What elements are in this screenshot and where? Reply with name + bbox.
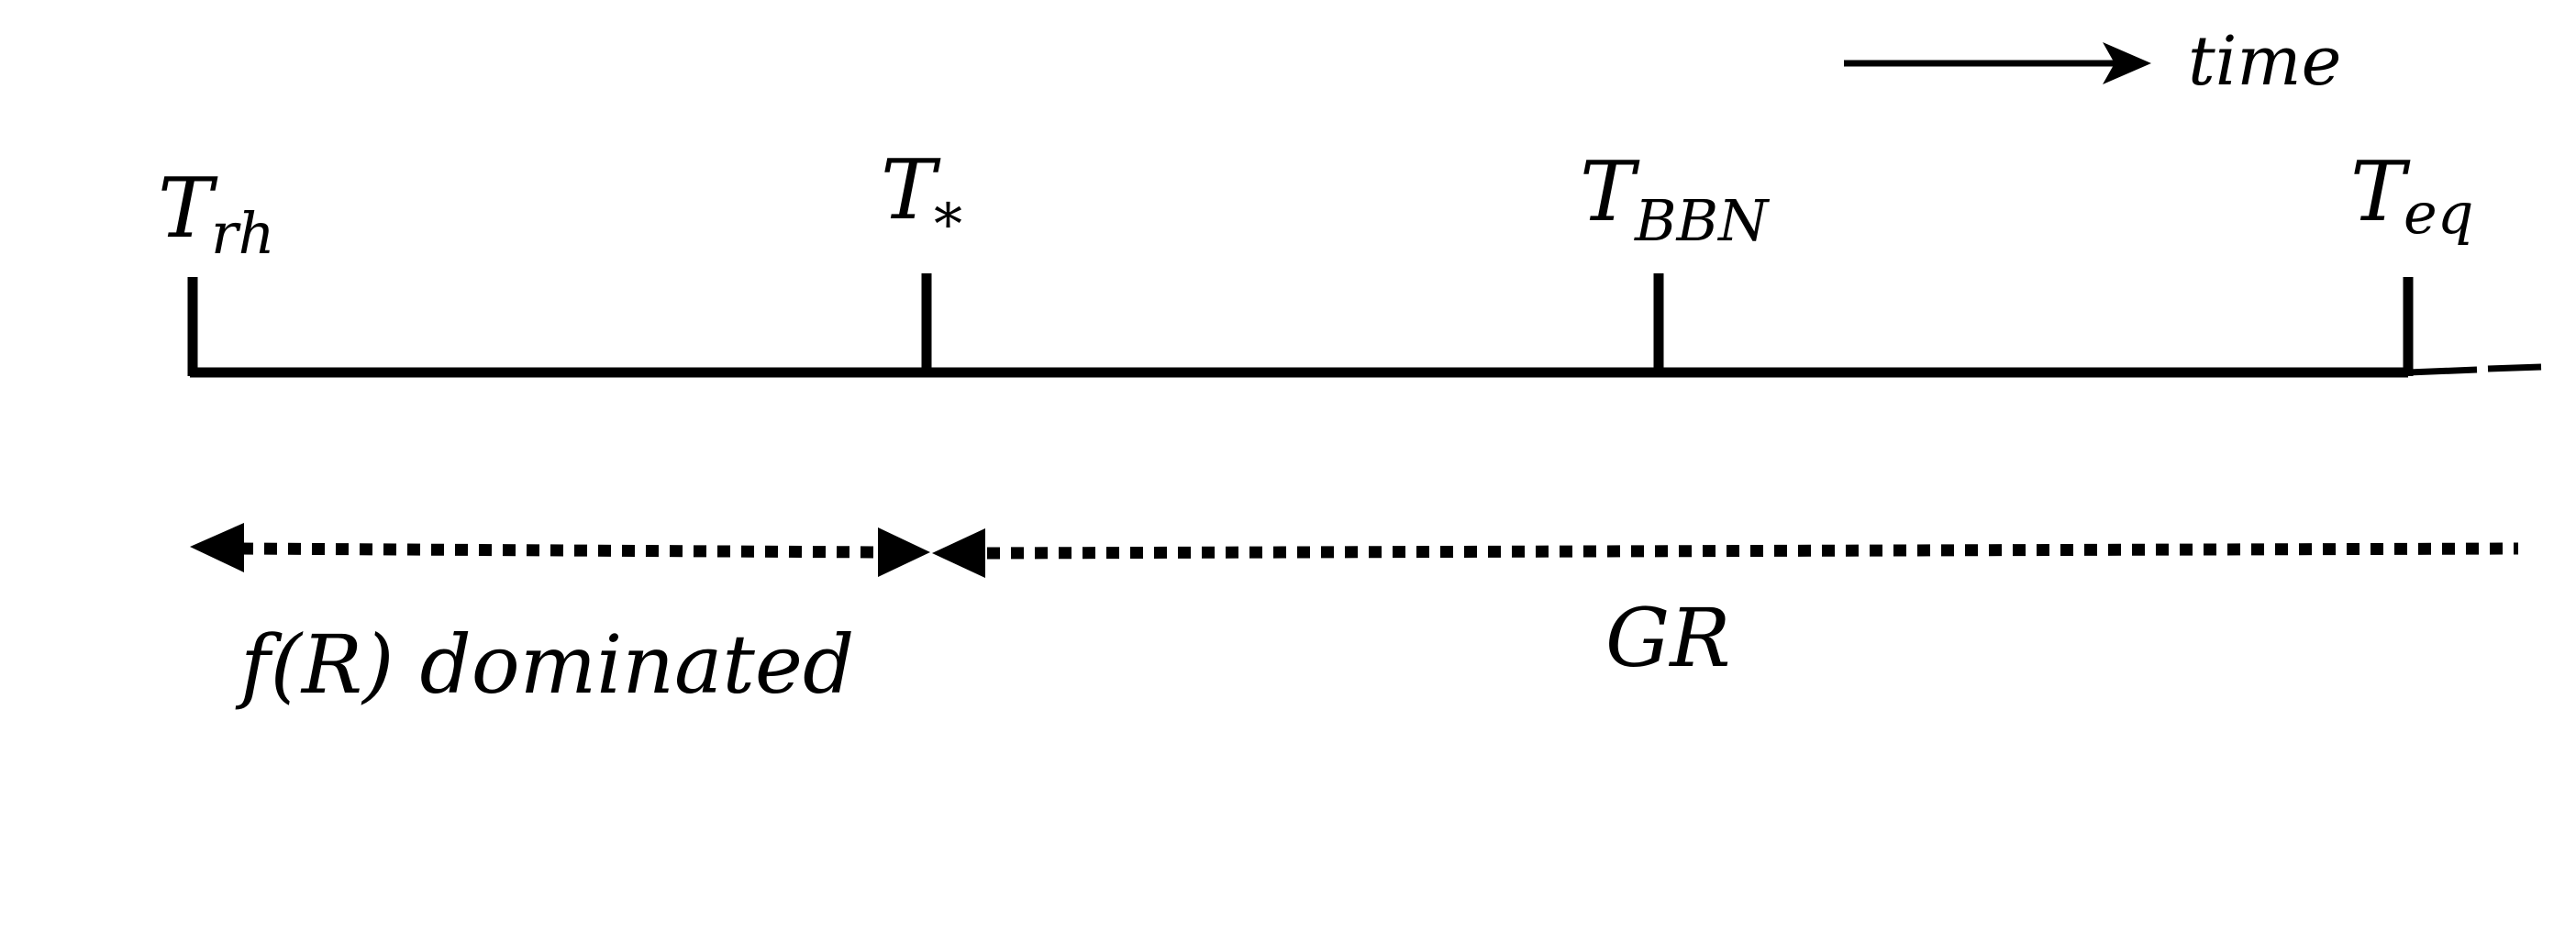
label-t-star: T * [881,142,962,258]
label-t-bbn: T BBN [1580,144,1771,254]
epoch-symbol: T [881,142,941,239]
label-t-eq: T eq [2350,144,2473,247]
region-arrow-fr [190,523,930,577]
label-t-rh: T rh [158,161,275,267]
epoch-symbol: T [2350,144,2411,240]
epoch-subscript: BBN [1634,187,1771,254]
region-arrow-gr [932,528,2519,578]
region-label-gr: GR [1605,591,1731,685]
epoch-subscript: * [934,191,962,258]
region-label-fr: f(R) dominated [235,617,854,712]
epoch-symbol: T [158,161,218,257]
epoch-subscript: rh [211,200,275,267]
timeline-continuation-dash [2407,363,2542,376]
time-arrow [1844,42,2151,84]
epoch-symbol: T [1580,144,1640,240]
epoch-subscript: eq [2404,180,2473,247]
time-label: time [2188,22,2341,101]
